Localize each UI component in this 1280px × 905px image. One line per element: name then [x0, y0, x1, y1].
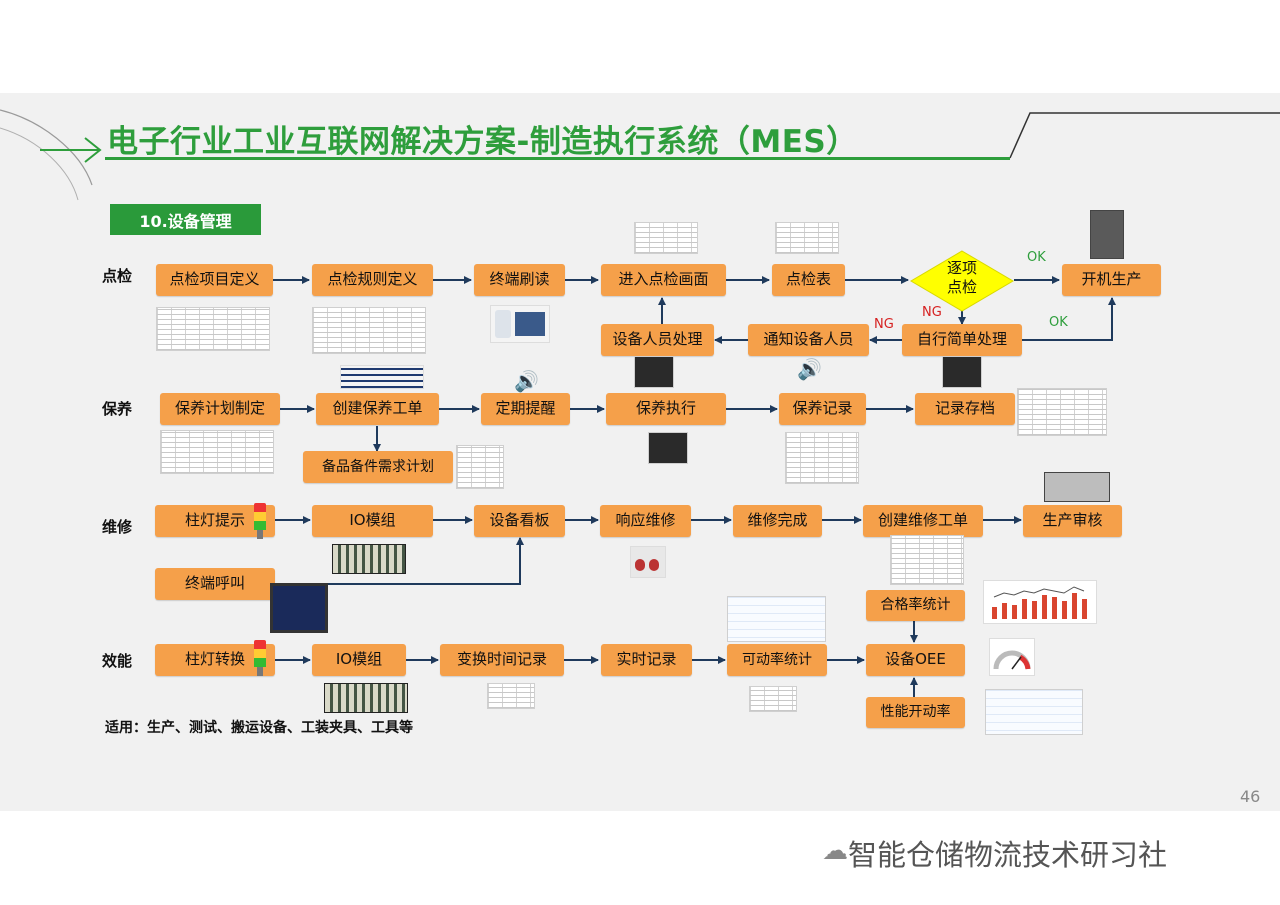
thumb-archive-table: [1017, 388, 1107, 436]
step-io-module-repair[interactable]: IO模组: [312, 505, 433, 537]
section-tag: 10.设备管理: [110, 204, 261, 235]
step-oee[interactable]: 设备OEE: [866, 644, 965, 676]
tower-light-icon-efficiency: [254, 640, 266, 676]
step-yield[interactable]: 合格率统计: [866, 590, 965, 621]
thumb-plan-table: [160, 430, 274, 474]
decision-diamond: [910, 250, 1014, 312]
thumb-review-photo: [1044, 472, 1110, 502]
thumb-terminal: [270, 583, 328, 633]
speaker-icon: 🔊: [797, 357, 822, 381]
step-respond-repair[interactable]: 响应维修: [600, 505, 691, 537]
thumb-io-module-efficiency: [324, 683, 408, 713]
thumb-rule-table: [312, 307, 426, 354]
title-underline: [105, 157, 1010, 160]
thumb-execute-tools: [648, 432, 688, 464]
step-maintenance-execute[interactable]: 保养执行: [606, 393, 726, 425]
thumb-check-screen: [634, 222, 698, 254]
row-label-maintenance: 保养: [102, 400, 133, 418]
step-enter-screen[interactable]: 进入点检画面: [601, 264, 726, 296]
step-repair-complete[interactable]: 维修完成: [733, 505, 822, 537]
thumb-order-list: [340, 365, 424, 389]
thumb-machine: [1090, 210, 1124, 259]
step-define-items[interactable]: 点检项目定义: [156, 264, 273, 296]
thumb-record-screen: [785, 432, 859, 484]
speaker-icon-reminder: 🔊: [514, 369, 539, 393]
tower-light-icon: [254, 503, 266, 539]
step-terminal-read[interactable]: 终端刷读: [474, 264, 565, 296]
wechat-icon: ☁: [822, 836, 848, 866]
step-check-sheet[interactable]: 点检表: [772, 264, 845, 296]
thumb-repair-order-screen: [890, 535, 964, 585]
ng-label-left: NG: [874, 317, 894, 332]
thumb-self-tools: [942, 356, 982, 388]
ok-label-right: OK: [1049, 315, 1068, 330]
thumb-performance-chart: [985, 689, 1083, 735]
thumb-availability-chart: [727, 596, 826, 642]
thumb-switch-table: [487, 683, 535, 709]
step-maintenance-record[interactable]: 保养记录: [779, 393, 866, 425]
row-label-spot-check: 点检: [102, 267, 133, 285]
step-tower-light-alert[interactable]: 柱灯提示: [155, 505, 275, 537]
step-performance[interactable]: 性能开动率: [866, 697, 965, 728]
step-maintenance-plan[interactable]: 保养计划制定: [160, 393, 280, 425]
row-label-repair: 维修: [102, 518, 133, 536]
thumb-item-table: [156, 307, 270, 351]
ok-label-top: OK: [1027, 250, 1046, 265]
applicable-note: 适用：生产、测试、搬运设备、工装夹具、工具等: [105, 720, 413, 736]
step-create-repair-order[interactable]: 创建维修工单: [863, 505, 983, 537]
thumb-check-sheet: [775, 222, 839, 254]
step-production-review[interactable]: 生产审核: [1023, 505, 1122, 537]
step-staff-handling[interactable]: 设备人员处理: [601, 324, 714, 356]
step-start-production[interactable]: 开机生产: [1062, 264, 1161, 296]
thumb-staff-tools: [634, 356, 674, 388]
step-terminal-call[interactable]: 终端呼叫: [155, 568, 275, 600]
thumb-io-module-repair: [332, 544, 406, 574]
thumb-spare-table: [456, 445, 504, 489]
step-board[interactable]: 设备看板: [474, 505, 565, 537]
decision-line-2: 点检: [946, 278, 977, 296]
ng-label-down: NG: [922, 305, 942, 320]
step-realtime[interactable]: 实时记录: [601, 644, 692, 676]
thumb-availability-table: [749, 686, 797, 712]
page-number: 46: [1240, 787, 1261, 806]
step-spare-parts[interactable]: 备品备件需求计划: [303, 451, 453, 483]
decision-line-1: 逐项: [946, 259, 977, 277]
step-switch-time[interactable]: 变换时间记录: [440, 644, 564, 676]
watermark: 智能仓储物流技术研习社: [848, 838, 1168, 872]
step-availability[interactable]: 可动率统计: [727, 644, 827, 676]
thumb-yield-chart: [983, 580, 1097, 624]
thumb-repair-gloves: [630, 546, 666, 578]
step-reminder[interactable]: 定期提醒: [481, 393, 570, 425]
decision-label[interactable]: 逐项 点检: [910, 259, 1014, 297]
step-simple-handling[interactable]: 自行简单处理: [902, 324, 1022, 356]
thumb-gauge: [989, 638, 1035, 676]
thumb-card-reader: [490, 305, 550, 343]
step-io-module-efficiency[interactable]: IO模组: [312, 644, 406, 676]
gauge-thumb: [993, 650, 1031, 670]
yield-bar-thumb: [992, 586, 1087, 619]
step-maintenance-order[interactable]: 创建保养工单: [316, 393, 439, 425]
step-notify-staff[interactable]: 通知设备人员: [748, 324, 869, 356]
page-title: 电子行业工业互联网解决方案-制造执行系统（MES）: [107, 124, 858, 160]
row-label-efficiency: 效能: [102, 652, 133, 670]
step-archive[interactable]: 记录存档: [915, 393, 1015, 425]
step-define-rules[interactable]: 点检规则定义: [312, 264, 433, 296]
